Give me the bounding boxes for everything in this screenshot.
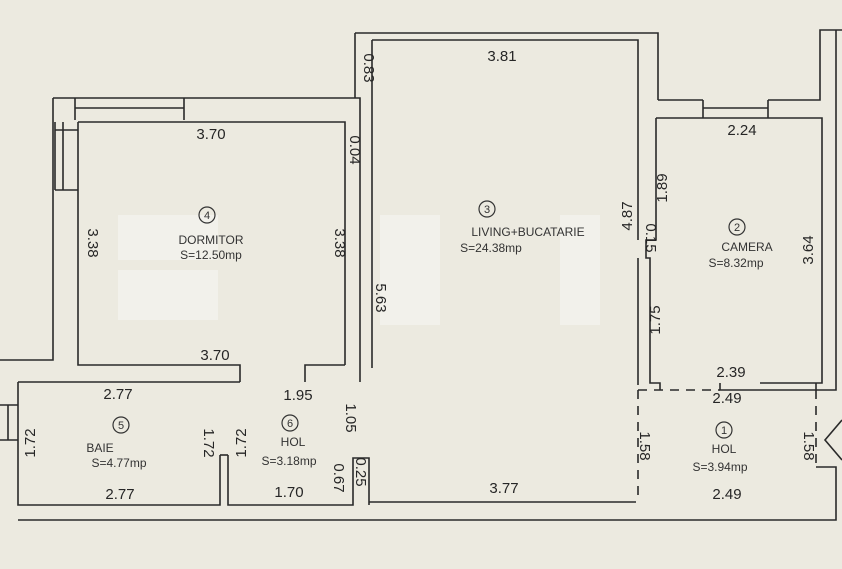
svg-text:0.15: 0.15	[642, 223, 659, 252]
svg-text:2.39: 2.39	[716, 364, 745, 381]
svg-text:1.58: 1.58	[800, 431, 817, 460]
svg-text:3.70: 3.70	[196, 126, 225, 143]
svg-text:5: 5	[118, 420, 124, 432]
room-camera: 2 CAMERA S=8.32mp	[708, 218, 773, 270]
svg-text:S=3.18mp: S=3.18mp	[261, 454, 316, 468]
svg-text:1: 1	[721, 425, 727, 437]
svg-text:BAIE: BAIE	[86, 441, 113, 455]
room-baie: 5 BAIE S=4.77mp	[86, 416, 147, 470]
svg-text:0.25: 0.25	[352, 457, 369, 486]
svg-text:2.77: 2.77	[103, 386, 132, 403]
svg-text:S=4.77mp: S=4.77mp	[91, 456, 146, 470]
svg-text:S=3.94mp: S=3.94mp	[692, 460, 747, 474]
room-living: 3 LIVING+BUCATARIE S=24.38mp	[460, 200, 585, 255]
svg-text:2.49: 2.49	[712, 390, 741, 407]
svg-text:3: 3	[484, 204, 490, 216]
dimension-labels: 3.81 3.70 3.70 2.24 2.39 2.49 2.49 3.77 …	[22, 48, 817, 503]
svg-text:2.24: 2.24	[727, 122, 756, 139]
svg-text:1.75: 1.75	[647, 305, 664, 334]
svg-text:3.38: 3.38	[331, 228, 348, 257]
svg-text:0.04: 0.04	[346, 135, 363, 164]
svg-text:1.72: 1.72	[22, 428, 39, 457]
svg-text:HOL: HOL	[281, 435, 306, 449]
svg-text:3.81: 3.81	[487, 48, 516, 65]
svg-text:3.38: 3.38	[84, 228, 101, 257]
room-hol-1: 1 HOL S=3.94mp	[692, 421, 748, 474]
watermark	[118, 215, 600, 325]
svg-text:1.89: 1.89	[654, 173, 671, 202]
svg-text:1.58: 1.58	[636, 431, 653, 460]
svg-text:4: 4	[204, 210, 210, 222]
svg-text:1.70: 1.70	[274, 484, 303, 501]
svg-text:S=24.38mp: S=24.38mp	[460, 241, 522, 255]
svg-text:2: 2	[734, 222, 740, 234]
svg-text:2.49: 2.49	[712, 486, 741, 503]
svg-text:3.70: 3.70	[200, 347, 229, 364]
svg-text:LIVING+BUCATARIE: LIVING+BUCATARIE	[471, 225, 584, 239]
svg-text:4.87: 4.87	[619, 201, 636, 230]
svg-text:0.67: 0.67	[330, 463, 347, 492]
svg-text:6: 6	[287, 418, 293, 430]
room-hol-6: 6 HOL S=3.18mp	[261, 414, 317, 468]
svg-text:3.77: 3.77	[489, 480, 518, 497]
svg-text:CAMERA: CAMERA	[721, 240, 772, 254]
svg-text:1.72: 1.72	[200, 428, 217, 457]
svg-text:5.63: 5.63	[372, 283, 389, 312]
svg-text:DORMITOR: DORMITOR	[178, 233, 243, 247]
svg-text:3.64: 3.64	[800, 235, 817, 264]
svg-text:S=8.32mp: S=8.32mp	[708, 256, 763, 270]
svg-text:0.83: 0.83	[360, 53, 377, 82]
svg-text:1.05: 1.05	[342, 403, 359, 432]
svg-text:S=12.50mp: S=12.50mp	[180, 248, 242, 262]
svg-text:1.95: 1.95	[283, 387, 312, 404]
room-dormitor: 4 DORMITOR S=12.50mp	[178, 206, 244, 262]
walls	[0, 29, 842, 521]
svg-text:1.72: 1.72	[233, 428, 250, 457]
svg-text:2.77: 2.77	[105, 486, 134, 503]
svg-text:HOL: HOL	[712, 442, 737, 456]
